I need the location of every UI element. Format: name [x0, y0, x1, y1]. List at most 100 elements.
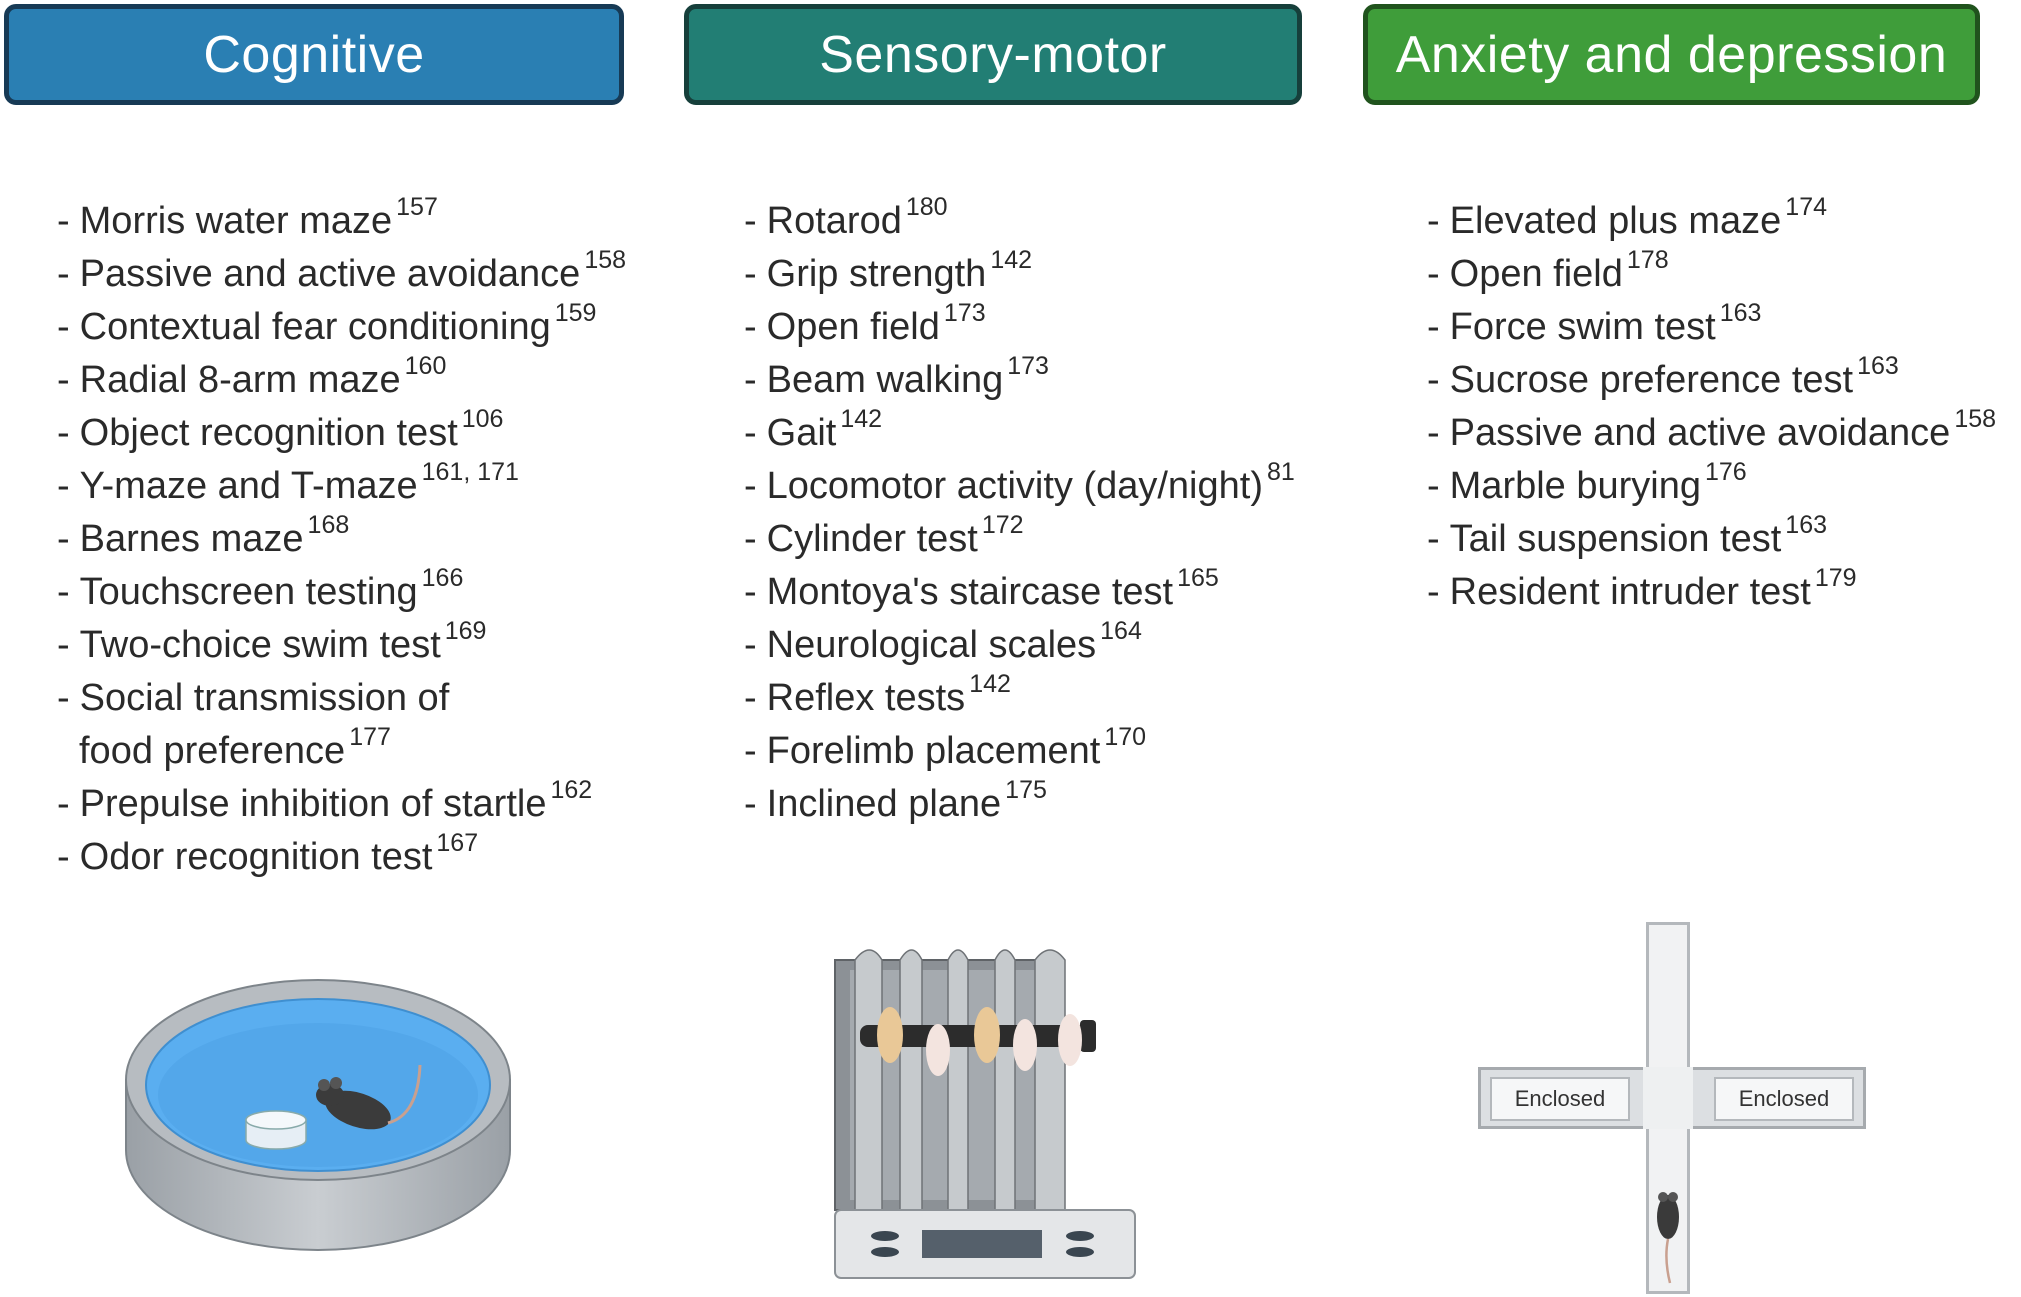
- reference-number: 176: [1705, 458, 1747, 486]
- reference-number: 174: [1785, 193, 1828, 221]
- test-name: Tail suspension test: [1449, 518, 1782, 560]
- test-name: Prepulse inhibition of startle: [79, 783, 547, 825]
- bullet-dash: -: [57, 200, 70, 242]
- test-name: Elevated plus maze: [1449, 200, 1782, 242]
- reference-number: 177: [349, 723, 391, 751]
- reference-number: 164: [1100, 617, 1142, 645]
- reference-number: 178: [1626, 246, 1669, 274]
- reference-number: 168: [307, 511, 350, 539]
- reference-number: 158: [584, 246, 627, 274]
- test-name: Object recognition test: [79, 412, 458, 454]
- reference-number: 161, 171: [421, 458, 519, 486]
- test-name: Montoya's staircase test: [766, 571, 1174, 613]
- bullet-dash: -: [744, 359, 757, 401]
- list-item: -Social transmission of: [57, 672, 626, 725]
- bullet-dash: -: [57, 783, 70, 825]
- test-name: food preference: [79, 730, 346, 772]
- test-name: Open field: [1449, 253, 1623, 295]
- test-name: Two-choice swim test: [79, 624, 441, 666]
- cognitive-header-label: Cognitive: [203, 25, 425, 84]
- water-maze-illustration: [125, 979, 511, 1251]
- cognitive-header: Cognitive: [4, 4, 624, 105]
- reference-number: 162: [550, 776, 593, 804]
- test-name: Contextual fear conditioning: [79, 306, 551, 348]
- mouse-icon: [316, 1064, 422, 1130]
- reference-number: 163: [1857, 352, 1899, 380]
- test-name: Inclined plane: [766, 783, 1002, 825]
- plus-maze-mouse-icon: [1657, 1192, 1679, 1284]
- reference-number: 175: [1005, 776, 1047, 804]
- bullet-dash: -: [1427, 200, 1440, 242]
- left-enclosed-label: Enclosed: [1514, 1086, 1606, 1111]
- test-name: Cylinder test: [766, 518, 978, 560]
- bullet-dash: -: [57, 412, 70, 454]
- plus-maze-illustration: Enclosed Enclosed: [1478, 922, 1866, 1294]
- test-name: Rotarod: [766, 200, 902, 242]
- test-name: Passive and active avoidance: [1449, 412, 1951, 454]
- reference-number: 159: [554, 299, 597, 327]
- reference-number: 142: [840, 405, 883, 433]
- reference-number: 163: [1719, 299, 1762, 327]
- reference-number: 142: [990, 246, 1033, 274]
- reference-number: 170: [1104, 723, 1147, 751]
- reference-number: 142: [969, 670, 1011, 698]
- bullet-dash: -: [744, 677, 757, 719]
- bullet-dash: -: [57, 677, 70, 719]
- bullet-dash: -: [744, 253, 757, 295]
- reference-number: 160: [404, 352, 447, 380]
- bullet-dash: -: [57, 253, 70, 295]
- reference-number: 158: [1954, 405, 1997, 433]
- bullet-dash: -: [57, 359, 70, 401]
- sensory-motor-header-label: Sensory-motor: [819, 25, 1167, 84]
- test-name: Social transmission of: [79, 677, 450, 719]
- list-item: -Locomotor activity (day/night)81: [744, 460, 1295, 513]
- bullet-dash: -: [744, 783, 757, 825]
- bullet-dash: -: [744, 412, 757, 454]
- test-name: Gait: [766, 412, 837, 454]
- bullet-dash: -: [744, 730, 757, 772]
- test-name: Open field: [766, 306, 940, 348]
- reference-number: 163: [1785, 511, 1828, 539]
- test-name: Force swim test: [1449, 306, 1716, 348]
- right-enclosed-label: Enclosed: [1738, 1086, 1830, 1111]
- platform-icon: [245, 1110, 307, 1150]
- test-name: Beam walking: [766, 359, 1004, 401]
- reference-number: 165: [1177, 564, 1219, 592]
- test-name: Passive and active avoidance: [79, 253, 581, 295]
- test-name: Resident intruder test: [1449, 571, 1811, 613]
- bullet-dash: -: [57, 465, 70, 507]
- test-name: Locomotor activity (day/night): [766, 465, 1263, 507]
- test-name: Marble burying: [1449, 465, 1701, 507]
- bullet-dash: -: [744, 465, 757, 507]
- reference-number: 172: [981, 511, 1024, 539]
- bullet-dash: -: [57, 624, 70, 666]
- bullet-dash: -: [744, 571, 757, 613]
- test-name: Sucrose preference test: [1449, 359, 1854, 401]
- reference-number: 180: [905, 193, 948, 221]
- test-name: Radial 8-arm maze: [79, 359, 401, 401]
- bullet-dash: -: [1427, 465, 1440, 507]
- reference-number: 166: [421, 564, 464, 592]
- bullet-dash: -: [744, 200, 757, 242]
- test-name: Odor recognition test: [79, 836, 433, 878]
- reference-number: 173: [1007, 352, 1049, 380]
